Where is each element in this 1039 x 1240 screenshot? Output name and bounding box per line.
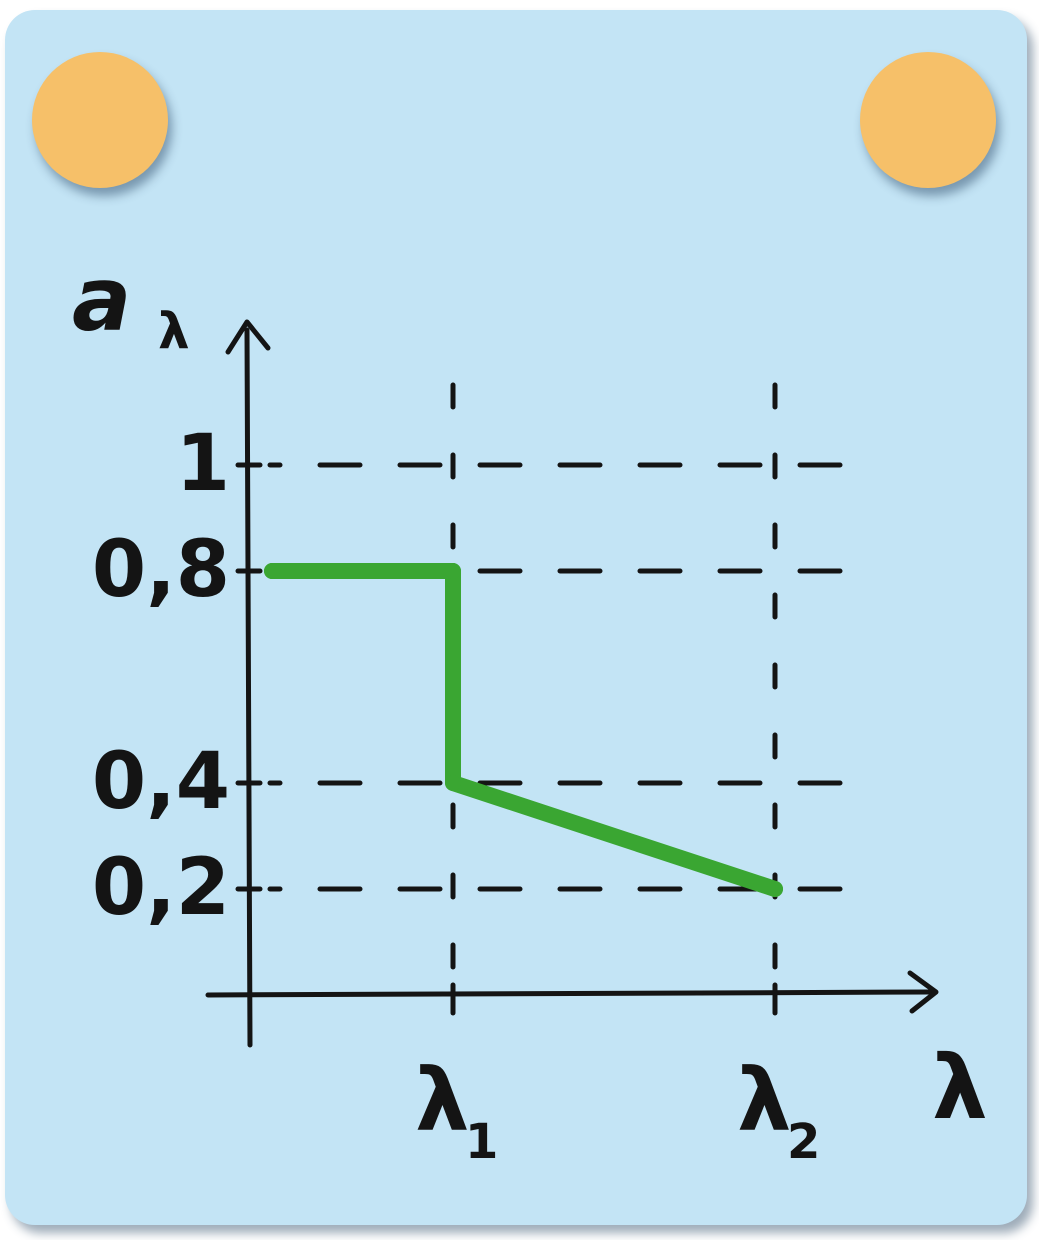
y-tick-label: 0,4 xyxy=(92,737,230,827)
data-point xyxy=(445,563,461,579)
x-tick-label: λ xyxy=(415,1051,469,1151)
x-axis-arrow-icon xyxy=(907,970,939,1014)
x-tick-label-subscript: 2 xyxy=(787,1114,820,1170)
data-point xyxy=(445,775,461,791)
data-point xyxy=(767,881,783,897)
grid xyxy=(235,382,873,1016)
chart-card xyxy=(5,10,1027,1225)
x-axis-line xyxy=(205,989,933,998)
y-axis-line xyxy=(244,327,253,1048)
pin-icon xyxy=(32,52,168,188)
x-tick-label: λ xyxy=(737,1051,791,1151)
x-tick-label-subscript: 1 xyxy=(465,1114,498,1170)
data-point xyxy=(264,563,280,579)
y-tick-label: 0,8 xyxy=(92,525,230,615)
y-axis-label: a xyxy=(72,248,131,351)
y-axis-label-subscript: λ xyxy=(158,302,190,360)
y-tick-labels: 1 0,8 0,4 0,2 xyxy=(92,419,230,933)
y-tick-label: 1 xyxy=(176,419,230,509)
y-axis-arrow-icon xyxy=(225,319,271,355)
y-tick-label: 0,2 xyxy=(92,843,230,933)
axis-labels: a λ λ xyxy=(72,248,988,1139)
pin-icon xyxy=(860,52,996,188)
axes xyxy=(205,319,939,1048)
series-line xyxy=(264,563,783,897)
x-axis-label: λ xyxy=(932,1036,988,1139)
series xyxy=(264,563,783,897)
